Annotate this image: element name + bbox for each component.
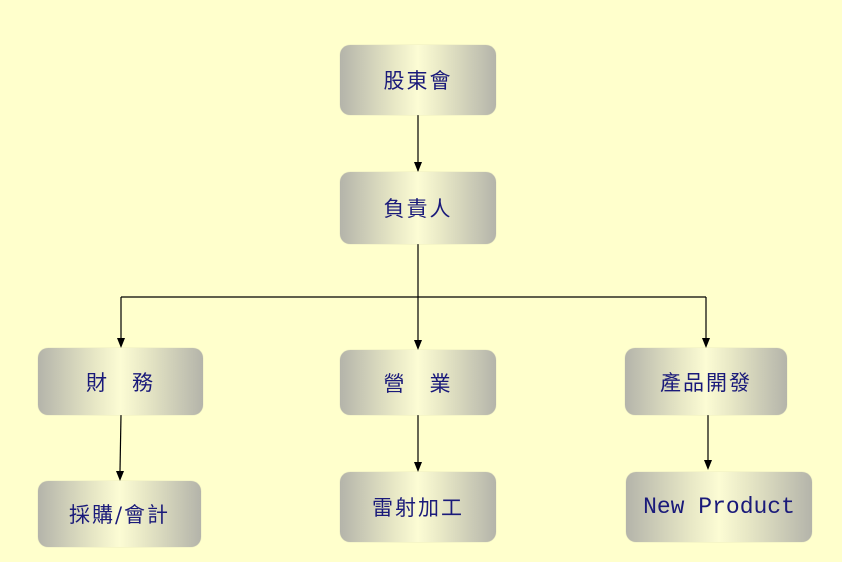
node-laser-processing: 雷射加工 [340, 472, 496, 542]
edge-finance-purchasing [119, 414, 122, 472]
node-principal: 負責人 [340, 172, 496, 244]
node-purchasing-accounting: 採購/會計 [38, 481, 201, 547]
node-finance: 財 務 [38, 348, 203, 415]
node-new-product: New Product [626, 472, 812, 542]
node-sales: 營 業 [340, 350, 496, 415]
node-product-development: 產品開發 [625, 348, 787, 415]
node-shareholders: 股東會 [340, 45, 496, 115]
